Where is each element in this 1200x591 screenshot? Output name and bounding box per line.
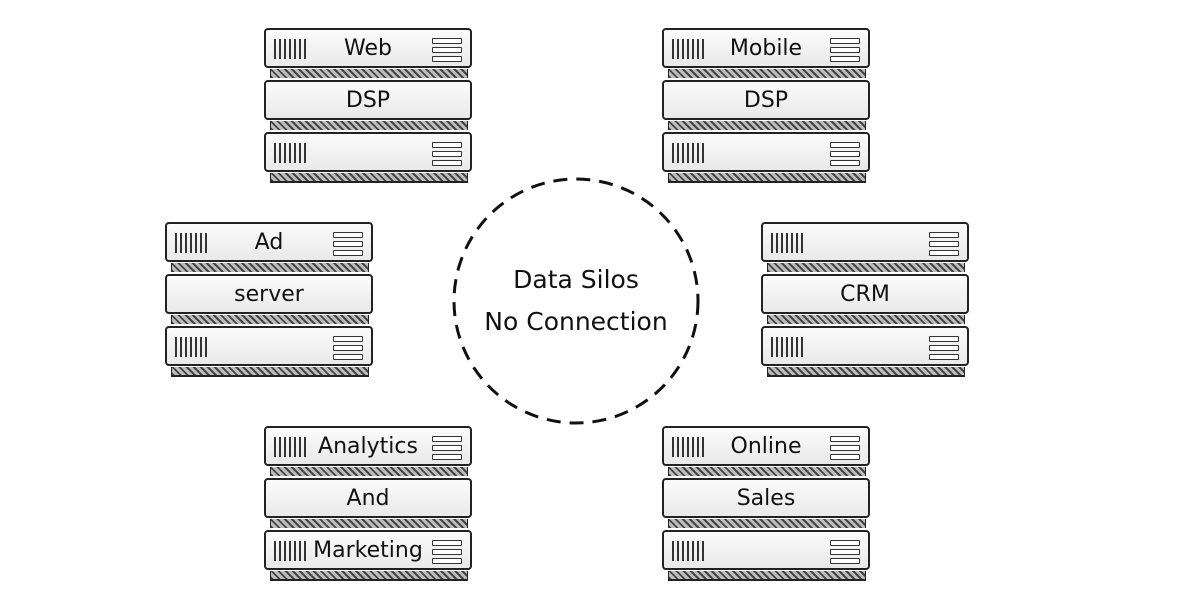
server-label (664, 134, 868, 170)
server-label: CRM (840, 281, 890, 307)
vent-grille-icon (672, 39, 706, 59)
server-unit-middle: Sales (662, 478, 870, 518)
vent-grille-icon (175, 233, 209, 253)
vent-grille-icon (274, 437, 308, 457)
server-unit-bottom (165, 326, 373, 366)
server-unit-top: Mobile (662, 28, 870, 68)
vent-grille-icon (672, 437, 706, 457)
server-label: Sales (736, 485, 796, 511)
vent-grille-icon (672, 541, 706, 561)
vent-grille-icon (771, 337, 805, 357)
server-stack-mobile-dsp: Mobile DSP (662, 28, 870, 183)
server-label: Online (730, 433, 802, 459)
drive-slots-icon (432, 436, 462, 460)
server-unit-top: Analytics (264, 426, 472, 466)
vent-grille-icon (274, 39, 308, 59)
server-unit-middle: server (165, 274, 373, 314)
vent-grille-icon (771, 233, 805, 253)
server-unit-middle: CRM (761, 274, 969, 314)
vent-grille-icon (175, 337, 209, 357)
server-label (664, 532, 868, 568)
server-label: Analytics (318, 433, 418, 459)
drive-slots-icon (830, 142, 860, 166)
vent-grille-icon (672, 143, 706, 163)
server-label (763, 328, 967, 364)
data-silos-caption: Data Silos No Connection (450, 175, 702, 427)
server-unit-bottom (264, 132, 472, 172)
server-label (266, 134, 470, 170)
caption-line-2: No Connection (484, 307, 668, 336)
server-unit-middle: DSP (264, 80, 472, 120)
server-stack-crm: CRM (761, 222, 969, 377)
drive-slots-icon (830, 540, 860, 564)
server-unit-middle: And (264, 478, 472, 518)
drive-slots-icon (830, 436, 860, 460)
drive-slots-icon (929, 232, 959, 256)
server-label: server (234, 281, 304, 307)
server-unit-bottom (662, 530, 870, 570)
server-stack-analytics-marketing: Analytics And Marketing (264, 426, 472, 581)
drive-slots-icon (929, 336, 959, 360)
server-stack-online-sales: Online Sales (662, 426, 870, 581)
server-unit-top: Web (264, 28, 472, 68)
server-label: Marketing (313, 537, 423, 563)
drive-slots-icon (432, 540, 462, 564)
drive-slots-icon (830, 38, 860, 62)
server-label: And (346, 485, 390, 511)
server-unit-bottom (662, 132, 870, 172)
data-silos-circle (452, 177, 700, 425)
server-label: Web (344, 35, 392, 61)
drive-slots-icon (333, 336, 363, 360)
server-unit-top (761, 222, 969, 262)
server-unit-top: Online (662, 426, 870, 466)
vent-grille-icon (274, 143, 308, 163)
server-label (167, 328, 371, 364)
server-label (763, 224, 967, 260)
server-label: DSP (345, 87, 391, 113)
caption-line-1: Data Silos (513, 265, 639, 294)
server-unit-bottom: Marketing (264, 530, 472, 570)
server-unit-middle: DSP (662, 80, 870, 120)
server-stack-web-dsp: Web DSP (264, 28, 472, 183)
server-stack-ad-server: Ad server (165, 222, 373, 377)
server-label: DSP (743, 87, 789, 113)
drive-slots-icon (432, 38, 462, 62)
server-label: Ad (254, 229, 284, 255)
drive-slots-icon (333, 232, 363, 256)
server-unit-top: Ad (165, 222, 373, 262)
server-unit-bottom (761, 326, 969, 366)
drive-slots-icon (432, 142, 462, 166)
vent-grille-icon (274, 541, 308, 561)
server-label: Mobile (729, 35, 803, 61)
